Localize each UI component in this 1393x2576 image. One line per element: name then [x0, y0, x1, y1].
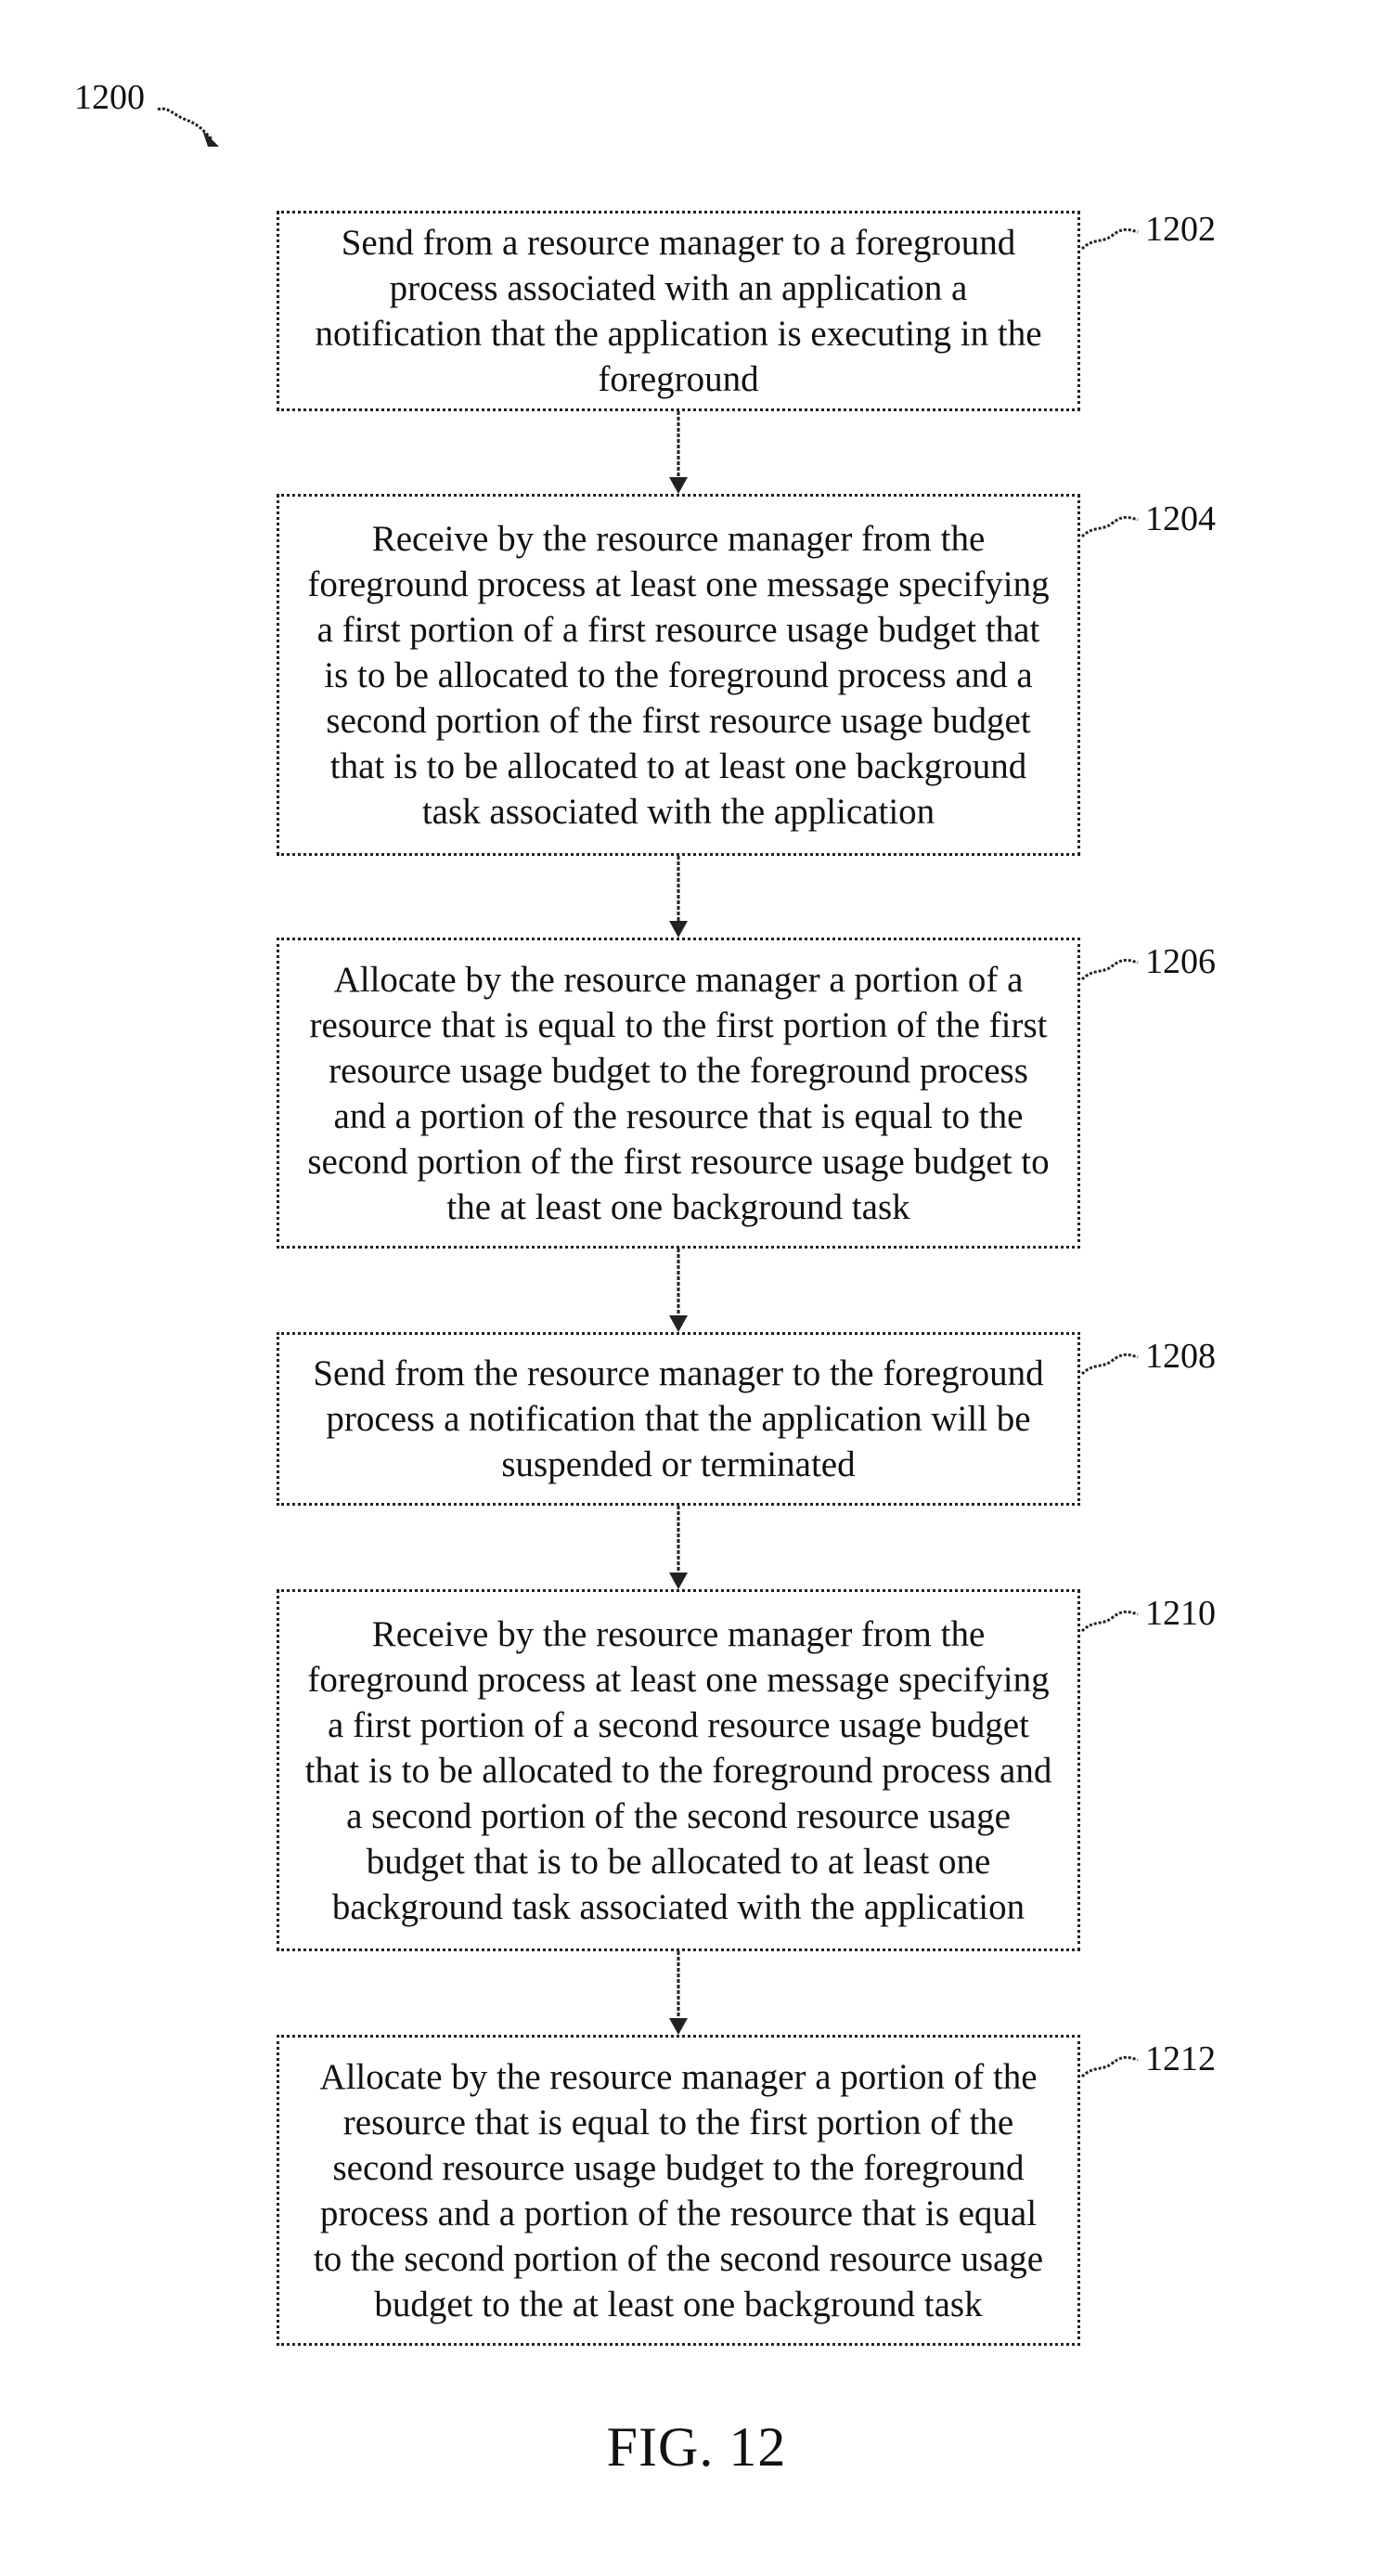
arrowhead-1204: [669, 477, 688, 494]
step-1212-text: Allocate by the resource manager a porti…: [294, 2054, 1063, 2327]
step-1208-box: Send from the resource manager to the fo…: [277, 1332, 1080, 1506]
figure-reference-number: 1200: [74, 80, 145, 115]
arrowhead-1208: [669, 1315, 688, 1332]
leader-1210: [1082, 1612, 1138, 1631]
step-1206-box: Allocate by the resource manager a porti…: [277, 938, 1080, 1249]
step-1206-text: Allocate by the resource manager a porti…: [294, 957, 1063, 1230]
step-1202-text: Send from a resource manager to a foregr…: [294, 220, 1063, 402]
step-1204-box: Receive by the resource manager from the…: [277, 494, 1080, 856]
arrowhead-1206: [669, 921, 688, 938]
step-1202-box: Send from a resource manager to a foregr…: [277, 211, 1080, 411]
step-1210-text: Receive by the resource manager from the…: [294, 1612, 1063, 1930]
step-1208-text: Send from the resource manager to the fo…: [294, 1351, 1063, 1487]
arrowhead-1212: [669, 2018, 688, 2035]
arrowhead-1210: [669, 1573, 688, 1589]
step-1202-label: 1202: [1145, 212, 1216, 247]
leader-1202: [1082, 229, 1138, 249]
step-1210-box: Receive by the resource manager from the…: [277, 1589, 1080, 1951]
step-1210-label: 1210: [1145, 1596, 1216, 1631]
leader-1204: [1082, 517, 1138, 537]
step-1206-label: 1206: [1145, 944, 1216, 979]
leader-1208: [1082, 1354, 1138, 1374]
step-1212-label: 1212: [1145, 2041, 1216, 2077]
step-1208-label: 1208: [1145, 1339, 1216, 1374]
step-1204-label: 1204: [1145, 501, 1216, 537]
leader-1206: [1082, 960, 1138, 979]
figure-caption: FIG. 12: [0, 2419, 1393, 2475]
step-1212-box: Allocate by the resource manager a porti…: [277, 2035, 1080, 2346]
step-1204-text: Receive by the resource manager from the…: [294, 516, 1063, 835]
leader-1212: [1082, 2057, 1138, 2077]
